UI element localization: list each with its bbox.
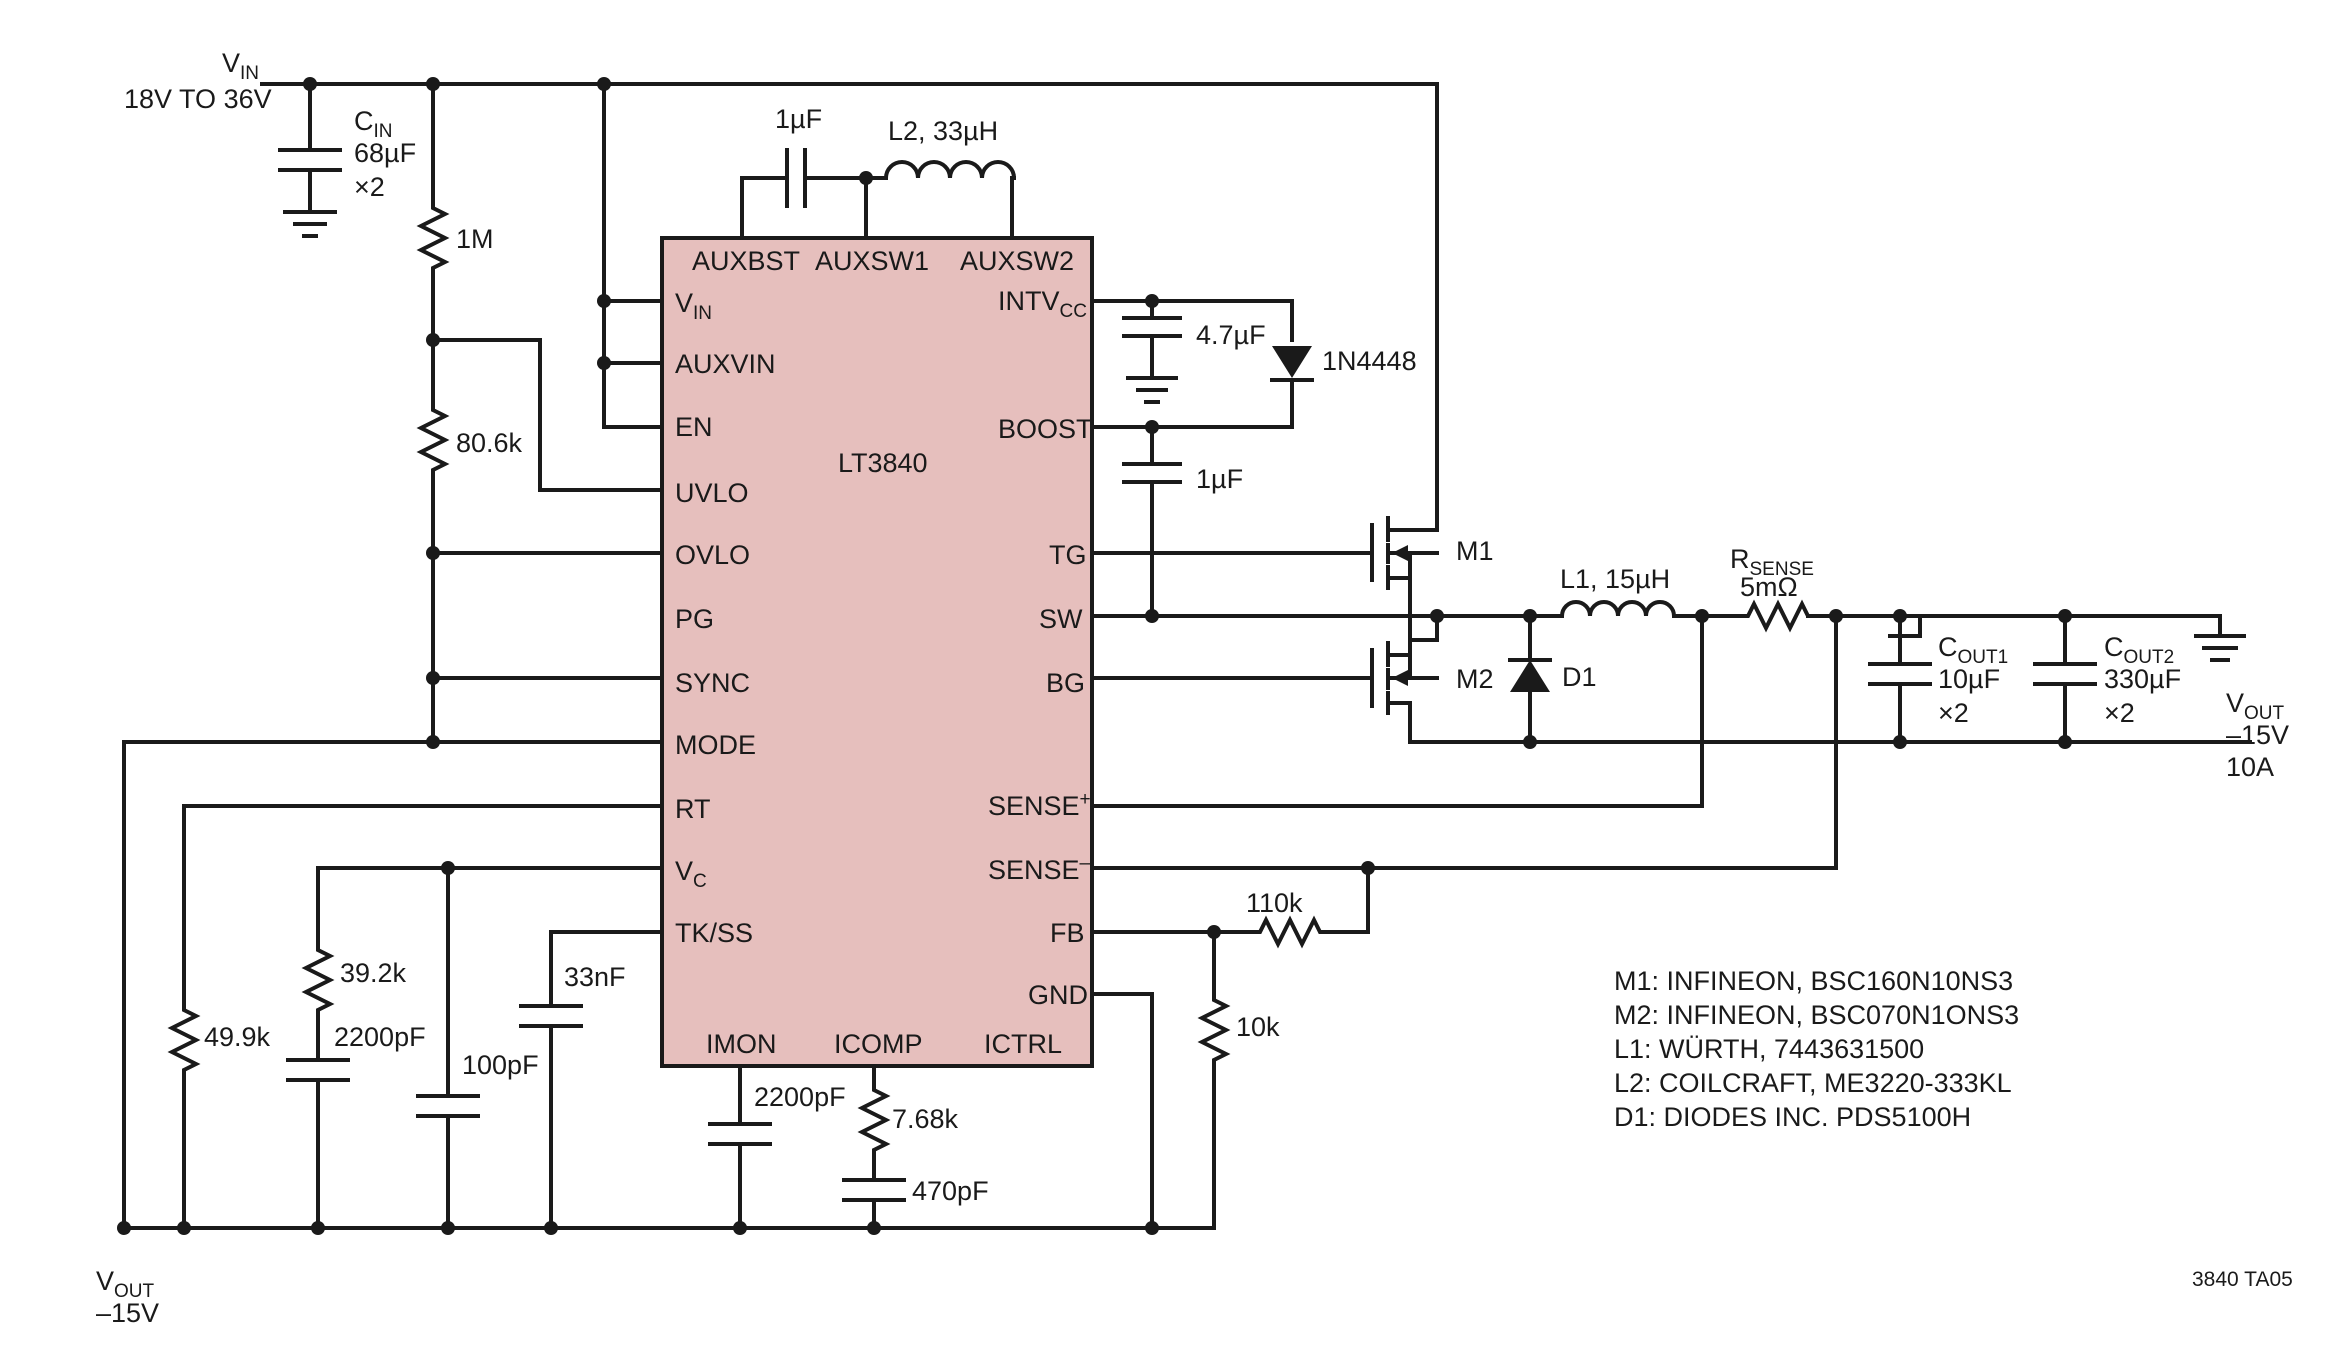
- pin-en: EN: [675, 412, 713, 442]
- c-intvcc-label: 4.7µF: [1196, 320, 1266, 350]
- pin-imon: IMON: [706, 1029, 777, 1059]
- vc-compensation: [286, 861, 664, 1230]
- cout2-mult: ×2: [2104, 698, 2135, 728]
- note-m1: M1: INFINEON, BSC160N10NS3: [1614, 966, 2013, 996]
- pin-auxbst: AUXBST: [692, 246, 800, 276]
- output-capacitors: [1868, 614, 2097, 744]
- diode-1n4448-label: 1N4448: [1322, 346, 1417, 376]
- l1-label: L1, 15µH: [1560, 564, 1670, 594]
- pin-auxsw1: AUXSW1: [815, 246, 929, 276]
- vout-bottom-value: –15V: [96, 1298, 159, 1328]
- r-499k-label: 49.9k: [204, 1022, 271, 1052]
- vin-pin-wiring: [597, 82, 664, 429]
- vin-label: VIN: [222, 48, 259, 84]
- cout2-value: 330µF: [2104, 664, 2181, 694]
- rt-resistor: [167, 804, 664, 1230]
- pin-rt: RT: [675, 794, 711, 824]
- mosfet-m2: [1370, 614, 1439, 744]
- r-110k-label: 110k: [1246, 888, 1303, 918]
- aux-network: [740, 148, 1017, 240]
- cin-capacitor: [278, 82, 342, 238]
- pin-boost: BOOST: [998, 414, 1093, 444]
- pin-icomp: ICOMP: [834, 1029, 923, 1059]
- note-l2: L2: COILCRAFT, ME3220-333KL: [1614, 1068, 2012, 1098]
- cout1-value: 10µF: [1938, 664, 2000, 694]
- pin-vc: VC: [675, 856, 707, 892]
- gate-drive-wiring: [1090, 551, 1439, 680]
- l2-label: L2, 33µH: [888, 116, 998, 146]
- cin-mult: ×2: [354, 172, 385, 202]
- vout-bottom-rail: [117, 740, 1216, 1235]
- cout1-mult: ×2: [1938, 698, 1969, 728]
- divider-string: [416, 82, 664, 749]
- cin-value: 68µF: [354, 138, 416, 168]
- c-2200-vc-label: 2200pF: [334, 1022, 426, 1052]
- m2-label: M2: [1456, 664, 1494, 694]
- r-768k-label: 7.68k: [892, 1104, 959, 1134]
- pin-tg: TG: [1049, 540, 1087, 570]
- pin-sw: SW: [1039, 604, 1083, 634]
- vout-bottom-label: VOUT: [96, 1266, 155, 1302]
- rsense-value: 5mΩ: [1740, 572, 1798, 602]
- c-boost-label: 1µF: [1196, 464, 1243, 494]
- pin-ictrl: ICTRL: [984, 1029, 1062, 1059]
- tkss-capacitor: [519, 930, 664, 1230]
- cin-label: CIN: [354, 106, 393, 142]
- note-d1: D1: DIODES INC. PDS5100H: [1614, 1102, 1971, 1132]
- pin-sense-plus: SENSE+: [988, 789, 1091, 821]
- cout2-label: COUT2: [2104, 632, 2174, 668]
- gnd-wiring: [1090, 992, 1154, 1230]
- sense-wiring: [1090, 614, 1838, 875]
- icomp-network: [842, 1064, 906, 1230]
- vout-label: VOUT: [2226, 688, 2285, 724]
- mosfet-m1: [1370, 516, 1444, 623]
- note-m2: M2: INFINEON, BSC070N1ONS3: [1614, 1000, 2019, 1030]
- pin-intvcc: INTVCC: [998, 286, 1087, 322]
- c-aux-label: 1µF: [775, 104, 822, 134]
- figure-code: 3840 TA05: [2192, 1268, 2293, 1291]
- r-1m-label: 1M: [456, 224, 494, 254]
- fb-divider: [1090, 866, 1370, 1230]
- rsense-label: RSENSE: [1730, 544, 1814, 580]
- vout-current: 10A: [2226, 752, 2274, 782]
- pin-sync: SYNC: [675, 668, 750, 698]
- pin-pg: PG: [675, 604, 714, 634]
- pin-auxsw2: AUXSW2: [960, 246, 1074, 276]
- c-2200-imon-label: 2200pF: [754, 1082, 846, 1112]
- note-l1: L1: WÜRTH, 7443631500: [1614, 1034, 1924, 1064]
- pin-bg: BG: [1046, 668, 1085, 698]
- r-806k-label: 80.6k: [456, 428, 523, 458]
- pin-fb: FB: [1050, 918, 1085, 948]
- ic-name: LT3840: [838, 448, 928, 478]
- pin-tkss: TK/SS: [675, 918, 753, 948]
- r-10k-label: 10k: [1236, 1012, 1280, 1042]
- pin-gnd: GND: [1028, 980, 1088, 1010]
- pin-ovlo: OVLO: [675, 540, 750, 570]
- m1-label: M1: [1456, 536, 1494, 566]
- vout-value: –15V: [2226, 720, 2289, 750]
- diode-d1: [1508, 614, 1552, 744]
- vin-range: 18V TO 36V: [124, 84, 272, 114]
- c-33n-label: 33nF: [564, 962, 626, 992]
- d1-label: D1: [1562, 662, 1597, 692]
- pin-sense-minus: SENSE–: [988, 853, 1091, 885]
- pin-mode: MODE: [675, 730, 756, 760]
- lt3840-ic-body: [660, 236, 1094, 1068]
- intvcc-boost-network: [1090, 294, 1314, 618]
- r-392k-label: 39.2k: [340, 958, 407, 988]
- pin-vin: VIN: [675, 288, 712, 324]
- c-100p-label: 100pF: [462, 1050, 539, 1080]
- imon-capacitor: [708, 1064, 772, 1230]
- pin-auxvin: AUXVIN: [675, 349, 776, 379]
- cout1-label: COUT1: [1938, 632, 2008, 668]
- pin-uvlo: UVLO: [675, 478, 749, 508]
- c-470p-label: 470pF: [912, 1176, 989, 1206]
